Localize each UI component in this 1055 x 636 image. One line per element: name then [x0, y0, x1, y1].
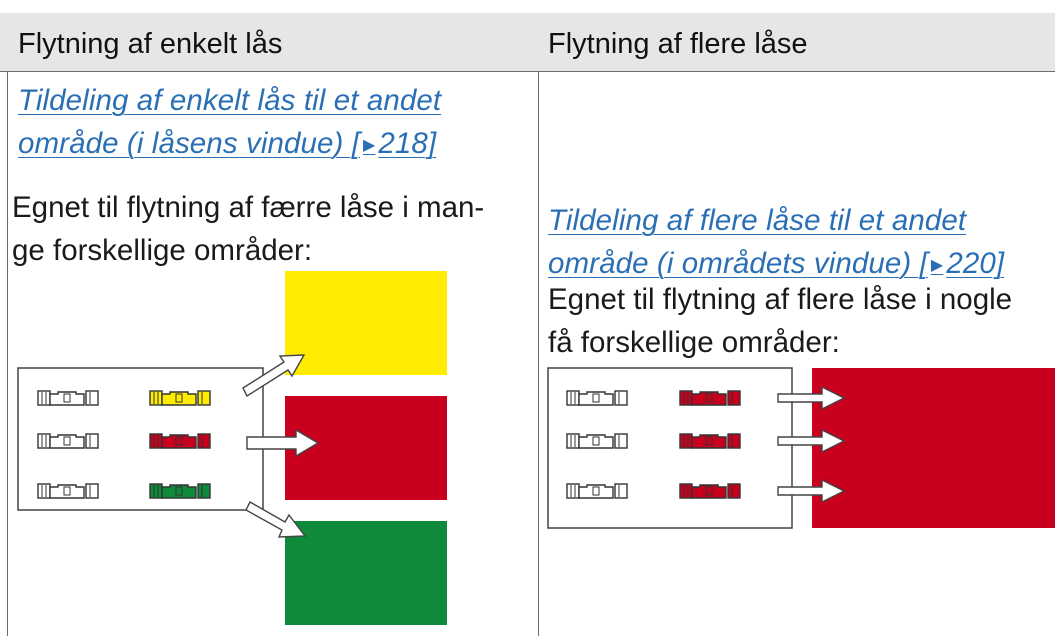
comparison-table: Flytning af enkelt lås Flytning af flere…: [0, 13, 1055, 636]
left-border: [7, 71, 8, 636]
lock-cylinder-red-icon: [679, 390, 741, 406]
page-arrow-icon: ▶: [930, 257, 944, 274]
column-header-multiple: Flytning af flere låse: [548, 28, 808, 60]
link-multiple-locks-assignment[interactable]: Tildeling af flere låse til et andet omr…: [548, 204, 1005, 280]
arrow-row1-icon: [777, 385, 846, 411]
lock-cylinder-icon: [566, 390, 628, 406]
column-header-single: Flytning af enkelt lås: [18, 28, 283, 60]
page-arrow-icon: ▶: [363, 137, 376, 154]
table-header: Flytning af enkelt lås Flytning af flere…: [0, 13, 1055, 72]
description-multiple: Egnet til flytning af flere låse i nogle…: [548, 283, 1013, 359]
arrow-to-green-icon: [245, 501, 307, 538]
lock-cylinder-icon: [566, 483, 628, 499]
area-yellow: [285, 271, 447, 375]
lock-cylinder-icon: [566, 433, 628, 449]
area-red-target: [812, 368, 1055, 528]
arrow-to-red-icon: [246, 428, 320, 458]
description-single: Egnet til flytning af færre låse i man- …: [12, 191, 485, 267]
link-single-lock-assignment[interactable]: Tildeling af enkelt lås til et andet omr…: [18, 84, 442, 160]
arrow-row2-icon: [777, 428, 846, 454]
arrow-to-yellow-icon: [242, 354, 306, 398]
lock-cylinder-red-icon: [679, 483, 741, 499]
area-red: [285, 396, 447, 500]
area-green: [285, 521, 447, 625]
arrow-row3-icon: [777, 478, 846, 504]
lock-cylinder-red-icon: [679, 433, 741, 449]
column-divider: [538, 71, 539, 636]
